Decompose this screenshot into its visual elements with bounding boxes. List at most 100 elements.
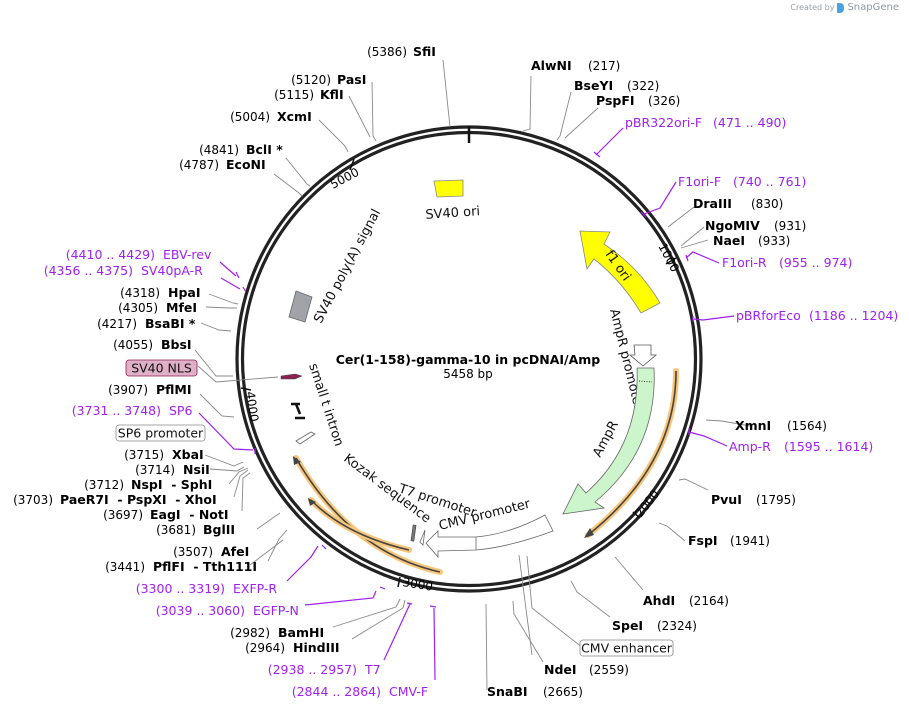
enzyme-econi[interactable]: (4787)EcoNI xyxy=(179,157,266,172)
svg-text:MfeI: MfeI xyxy=(166,300,197,315)
svg-text:(3507): (3507) xyxy=(173,545,213,559)
primer-sv40pa-r[interactable]: (4356 .. 4375)SV40pA-R xyxy=(44,263,203,278)
svg-text:(955 .. 974): (955 .. 974) xyxy=(779,255,852,270)
primer-amp-r[interactable]: Amp-R (1595 .. 1614) xyxy=(729,439,873,454)
primer-f1ori-r[interactable]: F1ori-R(955 .. 974) xyxy=(722,255,852,270)
svg-text:(3715): (3715) xyxy=(124,448,164,462)
enzyme-bseyi[interactable]: BseYI(322) xyxy=(574,78,659,93)
svg-text:NsiI: NsiI xyxy=(183,462,210,477)
enzyme-naei[interactable]: NaeI(933) xyxy=(713,233,790,248)
enzyme-pvui[interactable]: PvuI(1795) xyxy=(711,492,796,507)
enzyme-ngomiv[interactable]: NgoMIV(931) xyxy=(705,218,806,233)
svg-text:NdeI: NdeI xyxy=(544,662,577,677)
enzyme-kfli[interactable]: (5115) KflI xyxy=(274,87,344,102)
primer-pbr322ori-f[interactable]: pBR322ori-F(471 .. 490) xyxy=(625,115,786,130)
enzyme-bamhi[interactable]: (2982)BamHI xyxy=(230,625,324,640)
svg-text:FspI: FspI xyxy=(688,533,718,548)
svg-text:(2324): (2324) xyxy=(657,619,697,633)
enzyme-bbsi[interactable]: (4055)BbsI xyxy=(113,337,191,352)
primer-t7[interactable]: (2938 .. 2957)T7 xyxy=(268,662,381,677)
svg-text:CMV-F: CMV-F xyxy=(389,684,428,699)
svg-text:(322): (322) xyxy=(627,79,659,93)
feature-small-t-intron[interactable]: small t intron xyxy=(291,362,346,449)
svg-text:(2964): (2964) xyxy=(245,641,285,655)
svg-text:F1ori-F: F1ori-F xyxy=(678,174,721,189)
svg-text:SV40pA-R: SV40pA-R xyxy=(141,263,203,278)
enzyme-xbai[interactable]: (3715)XbaI xyxy=(124,447,204,462)
svg-text:(1595 .. 1614): (1595 .. 1614) xyxy=(784,439,873,454)
svg-text:(2559): (2559) xyxy=(589,663,629,677)
svg-text:XcmI: XcmI xyxy=(277,109,312,124)
svg-text:BbsI: BbsI xyxy=(161,337,192,352)
svg-text:(830): (830) xyxy=(751,197,783,211)
feature-sv40-nls-mark[interactable] xyxy=(280,373,303,380)
primer-exfp-r[interactable]: (3300 .. 3319)EXFP-R xyxy=(136,581,278,596)
enzyme-bglii[interactable]: (3681)BglII xyxy=(156,522,235,537)
credit-brand: SnapGene xyxy=(847,2,899,13)
svg-text:(1941): (1941) xyxy=(730,534,770,548)
svg-text:KflI: KflI xyxy=(320,87,344,102)
map-length: 5458 bp xyxy=(443,367,493,381)
primer-sp6[interactable]: (3731 .. 3748)SP6 xyxy=(72,403,193,418)
svg-text:(4410 .. 4429): (4410 .. 4429) xyxy=(66,247,155,262)
label-sp6-promoter[interactable]: SP6 promoter xyxy=(115,424,206,442)
svg-text:(3300 .. 3319): (3300 .. 3319) xyxy=(136,581,225,596)
svg-text:(740 .. 761): (740 .. 761) xyxy=(733,174,806,189)
feature-ampr[interactable]: AmpR xyxy=(562,367,655,515)
enzyme-pflfi-tth111i[interactable]: (3441)PflFI - Tth111I xyxy=(105,559,257,574)
enzyme-bcli[interactable]: (4841)BclI * xyxy=(199,142,283,157)
svg-text:pBRforEco: pBRforEco xyxy=(736,308,801,323)
feature-f1-ori[interactable]: f1 ori xyxy=(579,230,661,314)
primer-f1ori-f[interactable]: F1ori-F (740 .. 761) xyxy=(678,174,806,189)
label-cmv-enhancer[interactable]: CMV enhancer xyxy=(579,639,674,657)
svg-text:CMV enhancer: CMV enhancer xyxy=(581,641,673,656)
primer-ebv-rev[interactable]: (4410 .. 4429) EBV-rev xyxy=(66,247,212,262)
enzyme-alwni[interactable]: AlwNI(217) xyxy=(531,58,620,73)
svg-text:PvuI: PvuI xyxy=(711,492,742,507)
enzyme-nspi-sphi[interactable]: (3712)NspI - SphI xyxy=(84,477,212,492)
enzyme-eagi-noti[interactable]: (3697)EagI - NotI xyxy=(103,507,228,522)
enzyme-spei[interactable]: SpeI(2324) xyxy=(612,618,697,633)
svg-text:(5115): (5115) xyxy=(274,88,314,102)
svg-text:AlwNI: AlwNI xyxy=(531,58,572,73)
enzyme-xcmi[interactable]: (5004)XcmI xyxy=(230,109,312,124)
feature-sv40-ori[interactable]: SV40 ori xyxy=(425,179,481,223)
svg-text:EagI - NotI: EagI - NotI xyxy=(150,507,229,522)
primer-cmv-f[interactable]: (2844 .. 2864) CMV-F xyxy=(292,684,428,699)
enzyme-nsii[interactable]: (3714)NsiI xyxy=(135,462,210,477)
enzyme-leaders xyxy=(194,59,751,691)
enzyme-snabi[interactable]: SnaBI(2665) xyxy=(487,684,583,699)
enzyme-sfii[interactable]: (5386)SfiI xyxy=(367,44,436,59)
enzyme-fspi[interactable]: FspI (1941) xyxy=(688,533,770,548)
enzyme-xmni[interactable]: XmnI(1564) xyxy=(735,418,827,433)
svg-text:(3907): (3907) xyxy=(108,383,148,397)
enzyme-afei[interactable]: (3507)AfeI xyxy=(173,544,249,559)
primer-pbrforeco[interactable]: pBRforEco(1186 .. 1204) xyxy=(736,308,898,323)
tick-3000: 3000 xyxy=(402,575,434,594)
enzyme-paer7i-pspxi-xhoi[interactable]: (3703)PaeR7I - PspXI - XhoI xyxy=(13,492,217,507)
enzyme-hpai[interactable]: (4318)HpaI xyxy=(120,285,200,300)
orf-arc-right[interactable] xyxy=(584,368,679,538)
svg-text:HpaI: HpaI xyxy=(168,285,201,300)
enzyme-draiii[interactable]: DraIII(830) xyxy=(693,196,783,211)
enzyme-ahdi[interactable]: AhdI(2164) xyxy=(643,593,729,608)
orf-arc-left-inner[interactable] xyxy=(308,497,412,553)
enzyme-pasi[interactable]: (5120)PasI xyxy=(291,72,366,87)
svg-text:(2844 .. 2864): (2844 .. 2864) xyxy=(292,684,381,699)
enzyme-pspfi[interactable]: PspFI(326) xyxy=(596,93,680,108)
label-sv40-nls[interactable]: SV40 NLS xyxy=(125,359,198,377)
svg-text:EBV-rev: EBV-rev xyxy=(163,247,212,262)
enzyme-ndei[interactable]: NdeI (2559) xyxy=(544,662,629,677)
enzyme-pflmi[interactable]: (3907)PflMI xyxy=(108,382,191,397)
svg-text:(471 .. 490): (471 .. 490) xyxy=(713,115,786,130)
svg-text:SV40 poly(A) signal: SV40 poly(A) signal xyxy=(311,207,384,326)
feature-sv40-polya[interactable]: SV40 poly(A) signal xyxy=(288,207,384,326)
enzyme-bsabi[interactable]: (4217)BsaBI * xyxy=(97,316,196,331)
svg-text:Amp-R: Amp-R xyxy=(729,439,771,454)
svg-text:(4841): (4841) xyxy=(199,143,239,157)
primer-egfp-n[interactable]: (3039 .. 3060)EGFP-N xyxy=(156,603,299,618)
enzyme-hindiii[interactable]: (2964)HindIII xyxy=(245,640,339,655)
plasmid-backbone xyxy=(235,125,703,593)
svg-text:SP6 promoter: SP6 promoter xyxy=(118,426,204,441)
enzyme-mfei[interactable]: (4305)MfeI xyxy=(118,300,197,315)
